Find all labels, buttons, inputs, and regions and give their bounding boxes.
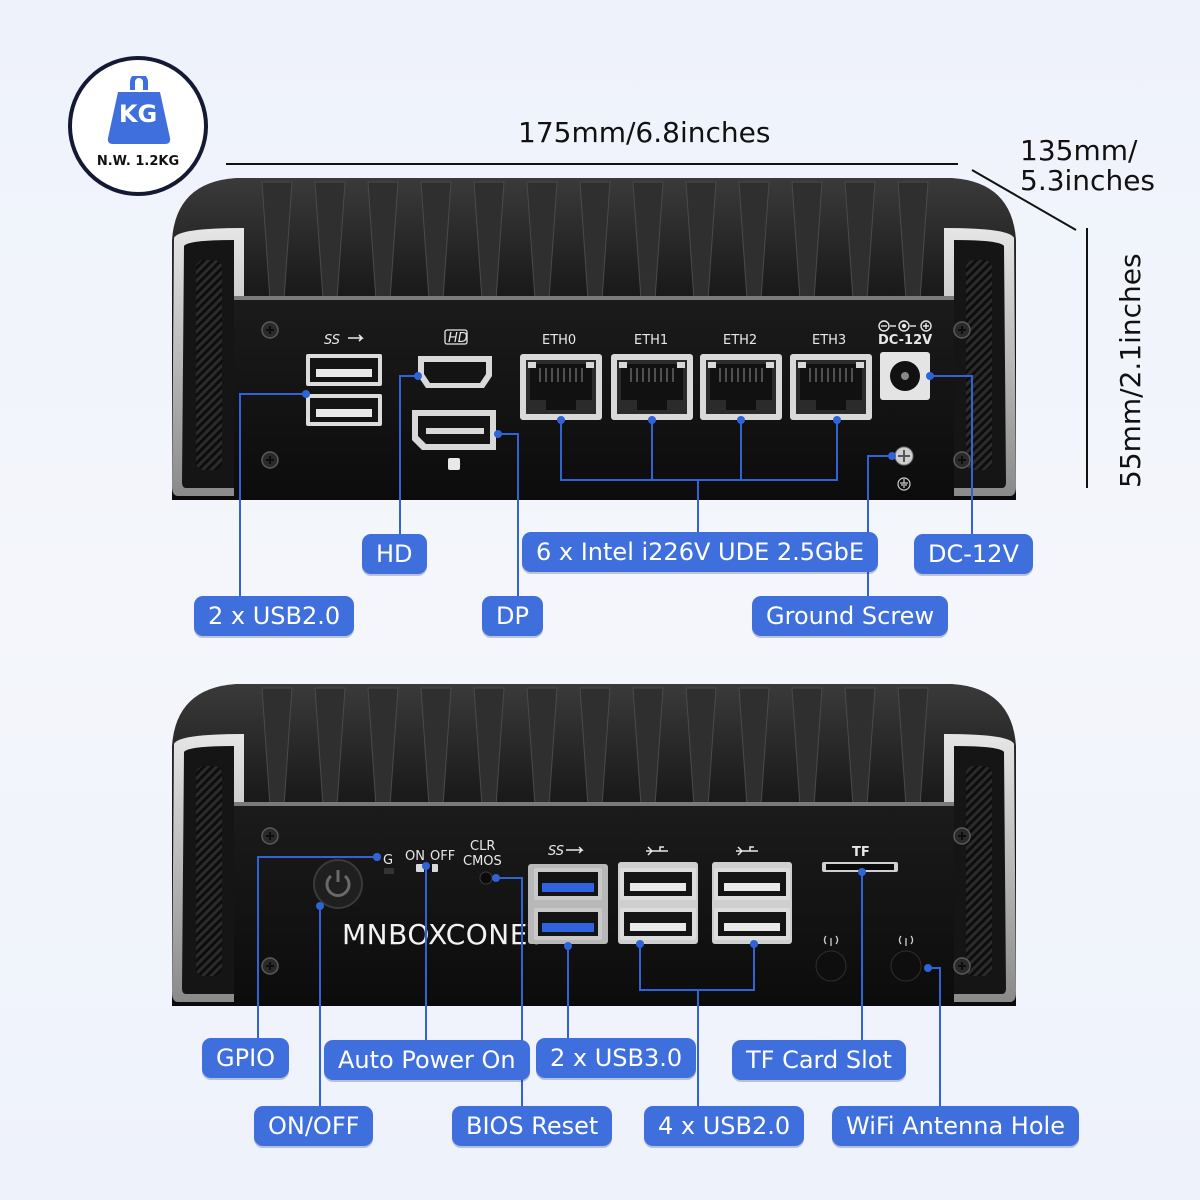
eth-ports: ETH0 ETH1 ETH2 ETH3 xyxy=(519,333,873,421)
callout-hd: HD xyxy=(362,534,427,574)
weight-badge: KG N.W. 1.2KG xyxy=(68,56,208,196)
callout-dp: DP xyxy=(482,596,543,636)
callout-usb2-rear: 2 x USB2.0 xyxy=(194,596,355,636)
depth-dimension-line xyxy=(971,169,1077,231)
brand-label: MNBOXCONET xyxy=(342,918,546,951)
eth1-port xyxy=(610,353,694,421)
callout-on-off: ON/OFF xyxy=(254,1106,374,1146)
switch-off-label: OFF xyxy=(430,849,455,864)
callout-dc: DC-12V xyxy=(914,534,1033,574)
cmos-label: CMOS xyxy=(463,854,502,869)
depth-dimension-line2: 5.3inches xyxy=(1020,164,1156,197)
eth2-port xyxy=(699,353,783,421)
ss-usb-logo: SS xyxy=(324,333,340,348)
hd-logo: HD xyxy=(448,331,468,346)
gpio-g-label: G xyxy=(383,853,393,868)
tf-label: TF xyxy=(852,845,870,860)
front-usb2-ports xyxy=(618,846,792,944)
eth1-label: ETH1 xyxy=(634,333,668,348)
hdmi-port: HD xyxy=(418,329,492,388)
displayport-port: D xyxy=(412,410,496,473)
callout-bios-reset: BIOS Reset xyxy=(452,1106,613,1146)
eth3-label: ETH3 xyxy=(812,333,846,348)
dp-logo: D xyxy=(450,458,461,473)
width-dimension: 175mm/6.8inches xyxy=(518,116,771,149)
depth-dimension-line1: 135mm/ xyxy=(1020,134,1138,167)
auto-power-switch: ON OFF xyxy=(405,849,455,872)
rear-usb2-ports: SS xyxy=(306,333,382,426)
callout-lan: 6 x Intel i226V UDE 2.5GbE xyxy=(522,532,879,572)
eth0-port xyxy=(519,353,603,421)
clr-label: CLR xyxy=(470,839,495,854)
weight-icon xyxy=(107,76,171,144)
eth3-port xyxy=(789,353,873,421)
rear-leader-lines xyxy=(239,372,973,598)
callout-auto-power: Auto Power On xyxy=(324,1040,530,1080)
callout-ground: Ground Screw xyxy=(752,596,949,636)
callout-gpio: GPIO xyxy=(202,1038,290,1078)
front-usb3-ports: SS xyxy=(528,844,608,944)
net-weight: N.W. 1.2KG xyxy=(96,154,180,169)
weight-unit: KG xyxy=(118,100,158,128)
eth2-label: ETH2 xyxy=(723,333,757,348)
height-dimension: 55mm/2.1inches xyxy=(1114,253,1147,488)
callout-wifi: WiFi Antenna Hole xyxy=(832,1106,1079,1146)
power-button xyxy=(313,859,363,909)
front-device xyxy=(172,684,1016,1006)
wifi-antenna-holes xyxy=(815,935,922,982)
rear-device: SS HD D ETH0 ETH1 ETH2 ETH3 xyxy=(172,178,1016,500)
front-leader-lines xyxy=(257,853,941,1106)
callout-usb2-front: 4 x USB2.0 xyxy=(644,1106,805,1146)
callout-usb3: 2 x USB3.0 xyxy=(536,1038,697,1078)
dc-in-jack: DC-12V xyxy=(878,320,932,400)
tf-card-slot: TF xyxy=(822,845,898,872)
switch-on-label: ON xyxy=(405,849,425,864)
clr-cmos: CLR CMOS xyxy=(463,839,502,885)
ss-usb-logo-front: SS xyxy=(548,844,564,859)
dc-12v-label: DC-12V xyxy=(878,333,932,348)
rear-side-panels xyxy=(172,228,1016,496)
callout-tf: TF Card Slot xyxy=(732,1040,906,1080)
eth0-label: ETH0 xyxy=(542,333,576,348)
